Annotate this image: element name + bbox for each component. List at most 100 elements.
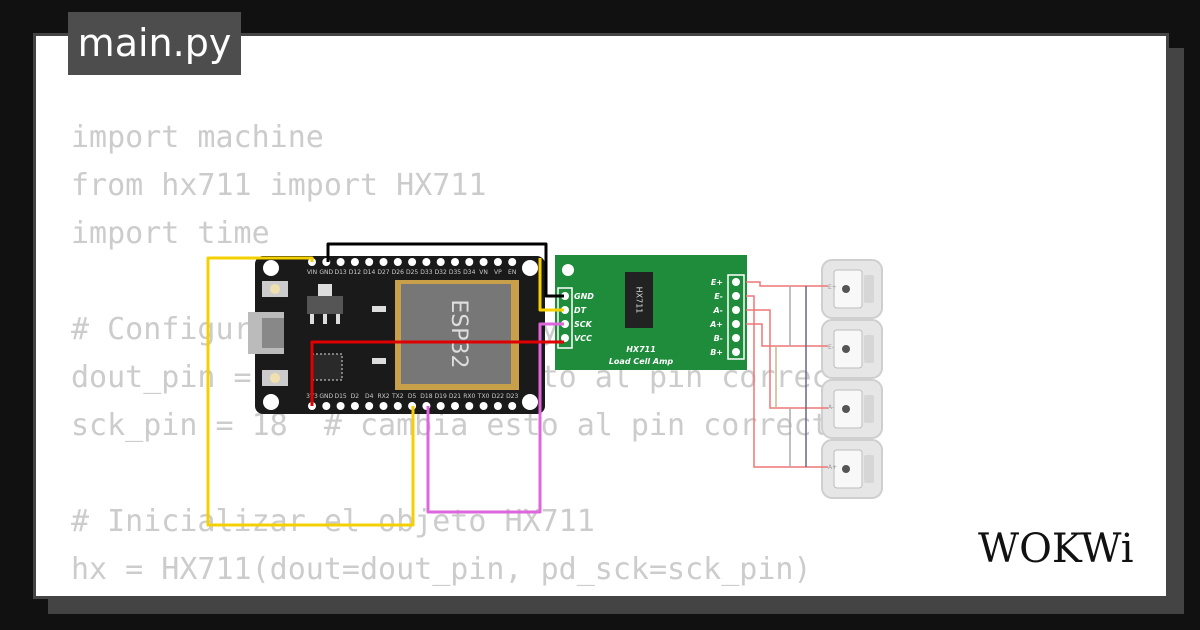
hx711-pin[interactable]	[561, 292, 569, 300]
hx711-pin[interactable]	[732, 278, 740, 286]
esp32-pin[interactable]	[379, 402, 388, 410]
load-cell[interactable]: A-	[821, 379, 883, 439]
esp32-pin[interactable]	[508, 402, 517, 410]
esp32-pin[interactable]	[493, 258, 502, 266]
esp32-pin-label: GND	[319, 393, 333, 400]
esp32-pin[interactable]	[365, 402, 374, 410]
hx711-pin[interactable]	[561, 320, 569, 328]
regulator	[307, 296, 343, 314]
esp32-pin-label: RX0	[463, 393, 475, 400]
mount-hole	[522, 260, 538, 276]
load-cell-wires	[746, 281, 828, 468]
hx711-pin[interactable]	[732, 348, 740, 356]
load-cell[interactable]: E+	[821, 259, 883, 319]
hx711-chip-label: HX711	[635, 287, 644, 314]
esp32-pin[interactable]	[451, 258, 459, 266]
esp32-pin-label: D26	[392, 269, 404, 276]
wire-a-minus[interactable]	[746, 309, 828, 409]
esp32-pin-label: D12	[349, 269, 361, 276]
load-cell[interactable]: A+	[821, 439, 883, 499]
code-line[interactable]: hx = HX711(dout=dout_pin, pd_sck=sck_pin…	[71, 552, 812, 587]
esp32-pin[interactable]	[422, 258, 431, 266]
code-line[interactable]: # Inicializar el objeto HX711	[71, 504, 595, 539]
hx711-pin-label: B-	[714, 334, 723, 343]
esp32-pin-label: D4	[365, 393, 374, 400]
hx711-pin[interactable]	[732, 306, 740, 314]
esp32-pin[interactable]	[493, 402, 502, 410]
mount-hole	[263, 394, 279, 410]
esp32-pin[interactable]	[436, 258, 445, 266]
wire-dt[interactable]	[538, 258, 564, 312]
esp32-pin[interactable]	[479, 258, 488, 266]
hx711-board-sublabel: Load Cell Amp	[609, 357, 674, 366]
esp32-pin-label: D19	[435, 393, 447, 400]
hx711-pin-label: E-	[714, 292, 723, 301]
hx711-pin[interactable]	[561, 334, 569, 342]
esp32-module	[401, 284, 511, 384]
code-line[interactable]: from hx711 import HX711	[71, 168, 487, 203]
load-cells: E+ E- A- A+	[821, 259, 883, 499]
hx711-pin[interactable]	[732, 292, 740, 300]
esp32-pin-label: D21	[449, 393, 461, 400]
load-cell-label: E-	[828, 344, 834, 351]
esp32-pin-label: D27	[377, 269, 389, 276]
file-tab-main-py[interactable]: main.py	[68, 12, 241, 75]
mount-hole	[263, 260, 279, 276]
esp32-pin-label: D5	[408, 393, 417, 400]
wire-e-minus[interactable]	[746, 295, 828, 468]
esp32-pin[interactable]	[365, 258, 374, 266]
esp32-pin[interactable]	[393, 402, 402, 410]
esp32-pin[interactable]	[408, 258, 417, 266]
esp32-pin-label: RX2	[377, 393, 389, 400]
hx711-pin[interactable]	[732, 334, 740, 342]
hx711-pin-label: E+	[711, 278, 723, 287]
wire-vcc[interactable]	[310, 340, 564, 406]
esp32-pin[interactable]	[436, 402, 445, 410]
esp32-pin-label: VN	[479, 269, 488, 276]
load-cell-label: E+	[828, 284, 837, 291]
load-cell-label: A-	[828, 404, 834, 411]
load-cell[interactable]: E-	[821, 319, 883, 379]
esp32-pin[interactable]	[322, 402, 331, 410]
esp32-pin[interactable]	[465, 258, 474, 266]
esp32-pin[interactable]	[465, 402, 474, 410]
esp32-pin-label: VIN	[307, 269, 317, 276]
esp32-pin[interactable]	[336, 402, 345, 410]
load-cell-label: A+	[828, 464, 837, 471]
code-line[interactable]: import machine	[71, 120, 324, 155]
hx711-pin[interactable]	[561, 306, 569, 314]
esp32-pin-label: VP	[494, 269, 502, 276]
hx711-pin-label: A-	[712, 306, 723, 315]
esp32-pin[interactable]	[393, 258, 402, 266]
esp32-pin-label: D2	[351, 393, 360, 400]
wokwi-logo-text: WOKWi	[978, 526, 1134, 572]
wire-e-plus[interactable]	[746, 281, 828, 287]
esp32-pin-label: TX0	[477, 393, 490, 400]
esp32-pin-label: D18	[420, 393, 432, 400]
esp32-pin[interactable]	[350, 258, 359, 266]
esp32-pin[interactable]	[479, 402, 488, 410]
wokwi-logo: WOKWi	[978, 526, 1134, 572]
esp32-pin[interactable]	[336, 258, 345, 266]
wire-vin[interactable]	[206, 256, 415, 527]
wire-sck[interactable]	[426, 322, 564, 514]
code-line[interactable]: import time	[71, 216, 270, 251]
esp32-pin[interactable]	[379, 258, 388, 266]
wire-a-plus[interactable]	[746, 323, 828, 347]
wire-gnd[interactable]	[326, 242, 564, 298]
hx711-pin-label: GND	[574, 292, 594, 301]
esp32-pin[interactable]	[508, 258, 517, 266]
esp32-pin-label: D23	[506, 393, 518, 400]
esp32-pin-label: EN	[508, 269, 516, 276]
esp32-pin-label: D33	[420, 269, 432, 276]
usb-chip	[311, 353, 343, 381]
esp32-pin-label: D34	[463, 269, 475, 276]
esp32-pin[interactable]	[350, 402, 359, 410]
esp32-chip-label: ESP32	[446, 299, 471, 368]
esp32-pin[interactable]	[451, 402, 459, 410]
hx711-pin-label: A+	[709, 320, 723, 329]
hx711-pin[interactable]	[732, 320, 740, 328]
